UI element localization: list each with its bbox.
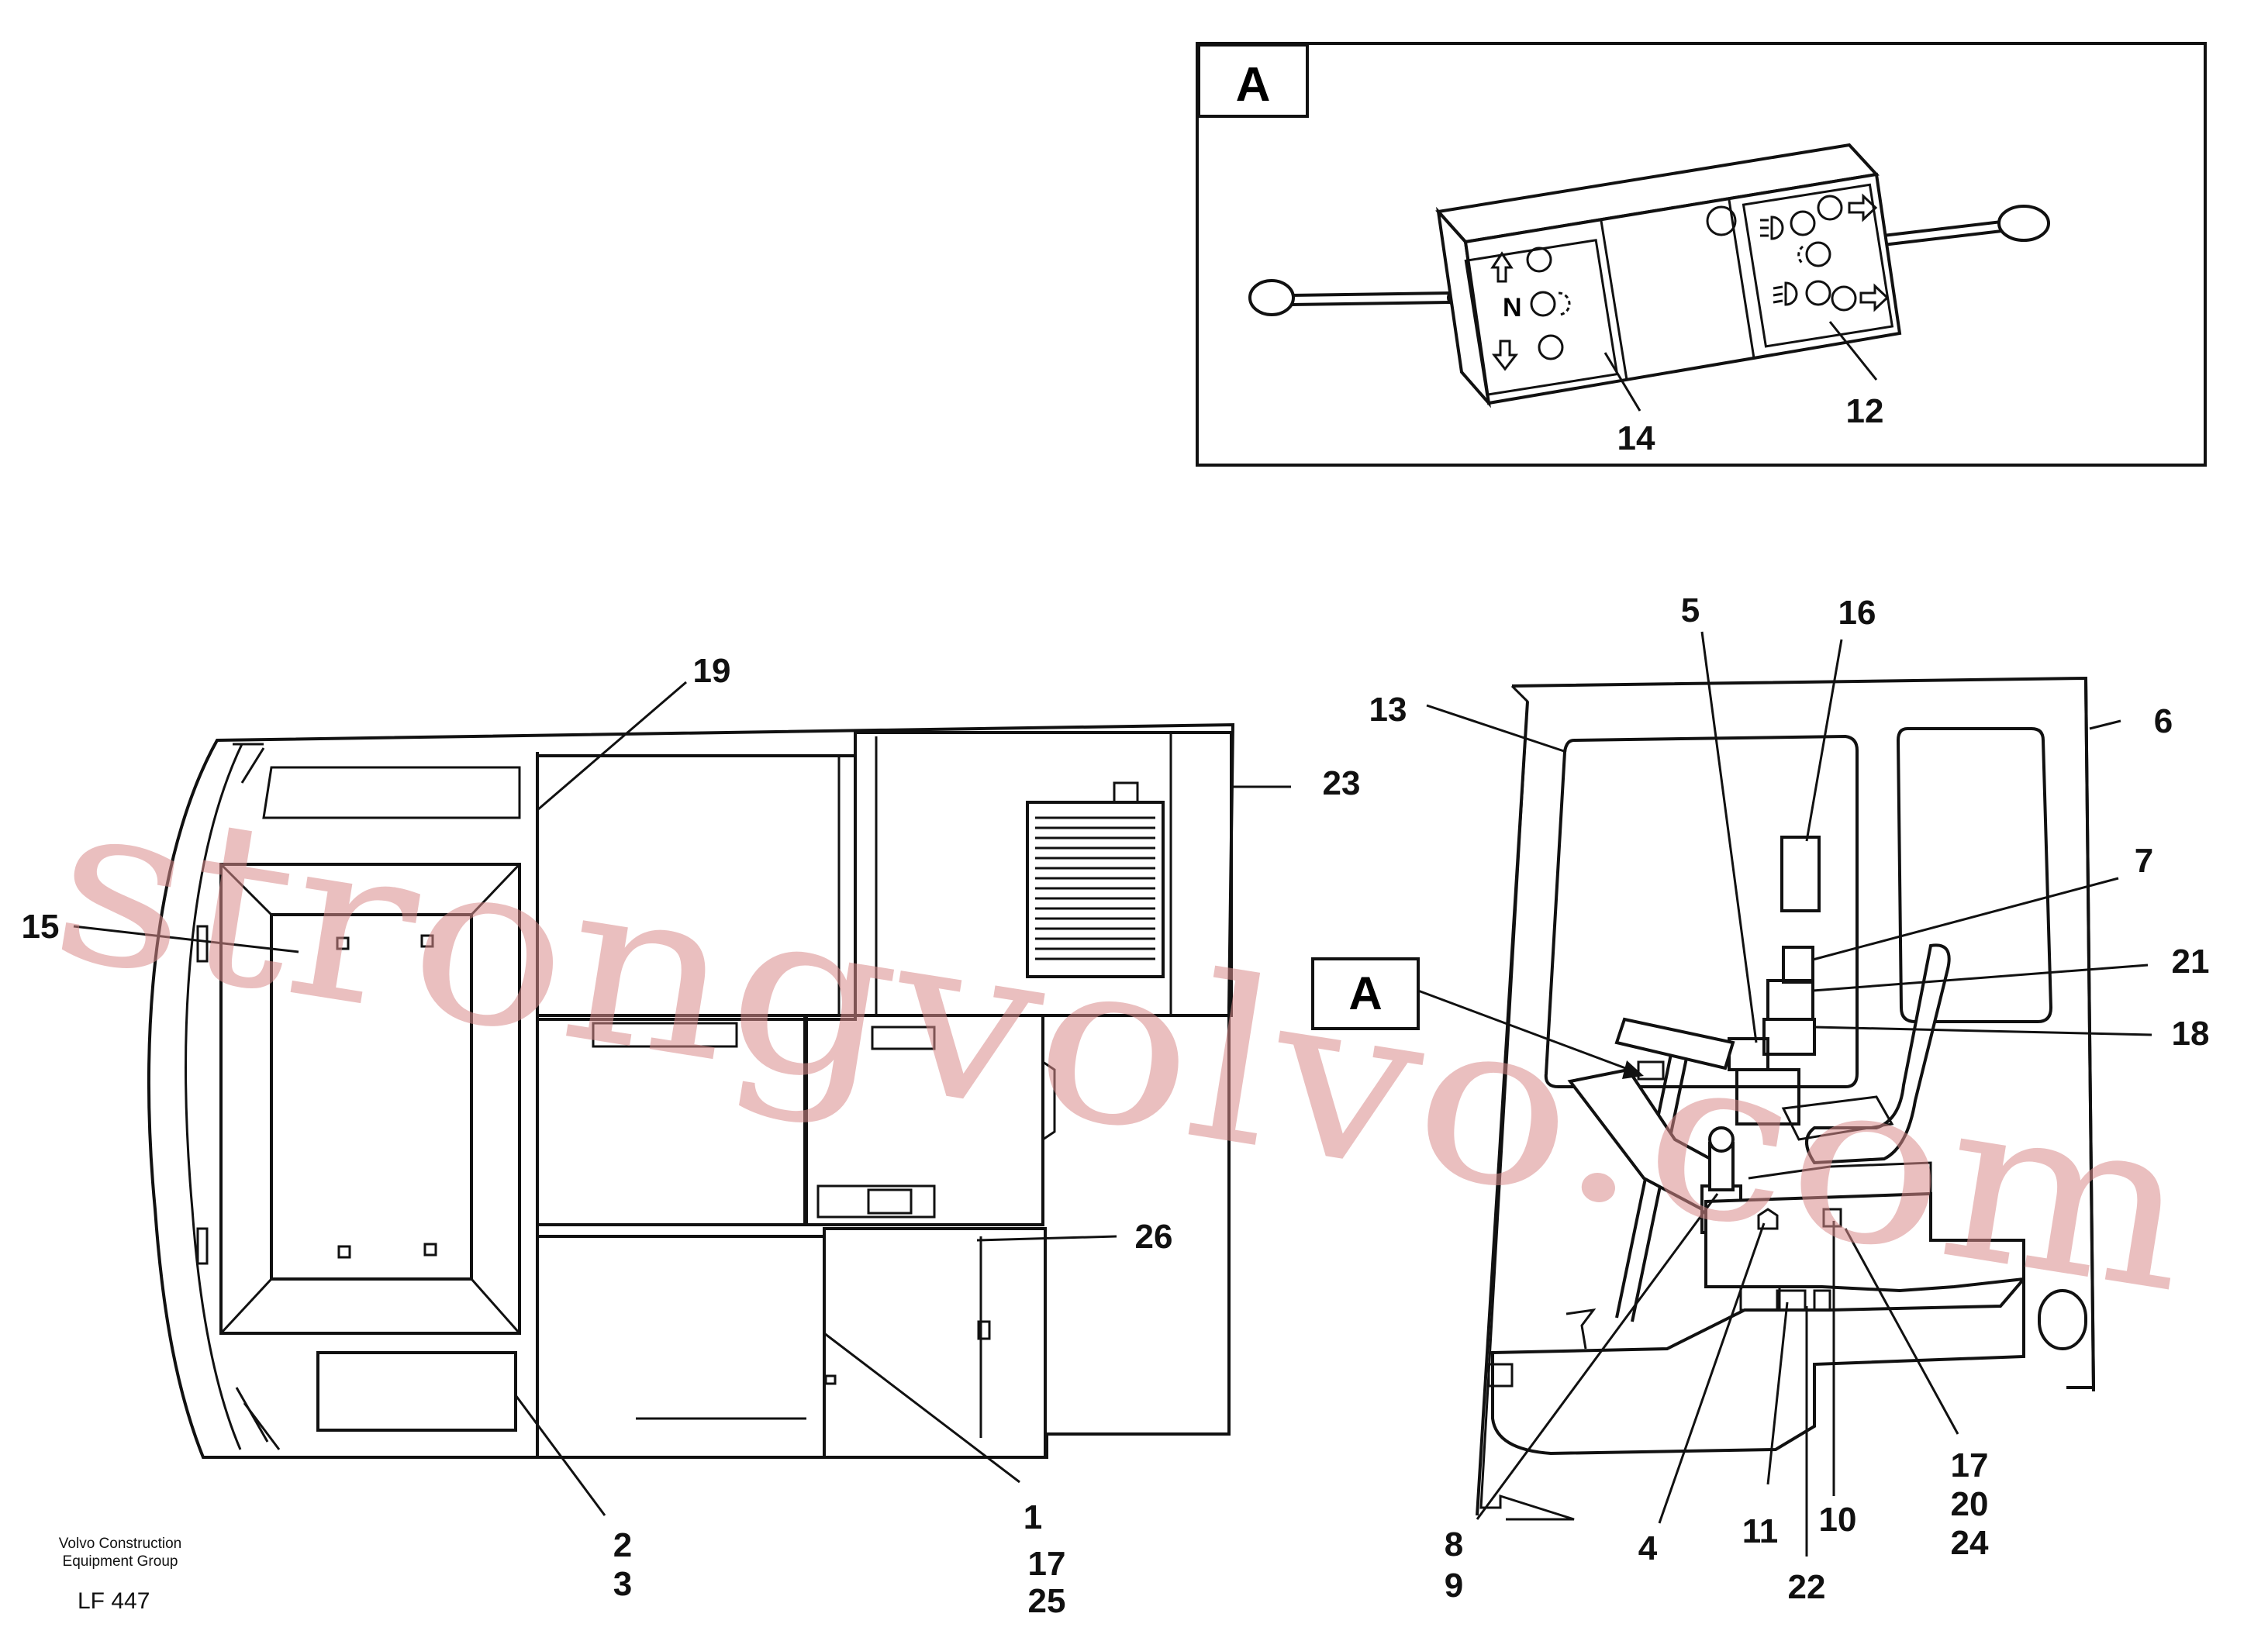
label-22: 22 <box>1788 1568 1826 1606</box>
component-21 <box>1766 979 1814 1021</box>
label-14: 14 <box>1617 419 1655 457</box>
label-16: 16 <box>1838 594 1876 632</box>
label-25: 25 <box>1028 1582 1066 1620</box>
rear-window <box>1896 727 2053 1023</box>
label-18: 18 <box>2172 1015 2210 1053</box>
steering-wheel <box>1614 1017 1735 1070</box>
floor-panel <box>219 863 521 1335</box>
forward-arrow-icon <box>1490 251 1514 283</box>
label-17-left: 17 <box>1028 1545 1066 1583</box>
label-8: 8 <box>1445 1526 1463 1563</box>
front-window <box>1544 734 1859 1088</box>
neutral-symbol: N <box>1503 293 1522 322</box>
label-10: 10 <box>1819 1501 1857 1539</box>
label-21: 21 <box>2172 943 2210 981</box>
floor-tank <box>1491 1274 2025 1456</box>
label-2: 2 <box>613 1526 632 1564</box>
company-line-1: Volvo Construction <box>59 1536 181 1552</box>
label-23: 23 <box>1323 764 1361 802</box>
storage-box <box>316 1351 517 1432</box>
label-12: 12 <box>1846 392 1884 430</box>
cab-top-view: 19 23 15 26 2 3 1 17 25 <box>22 652 1361 1620</box>
label-3: 3 <box>613 1565 632 1603</box>
label-19: 19 <box>693 652 731 690</box>
vent-grille <box>1026 781 1165 978</box>
detail-a-frame <box>1196 42 2207 467</box>
switch-lever-right <box>1876 205 2050 247</box>
label-9: 9 <box>1445 1567 1463 1605</box>
label-4: 4 <box>1638 1529 1658 1567</box>
component-18 <box>1762 1018 1816 1056</box>
label-6: 6 <box>2154 702 2173 740</box>
label-20: 20 <box>1951 1485 1989 1523</box>
label-1: 1 <box>1024 1498 1042 1536</box>
label-11: 11 <box>1742 1512 1779 1550</box>
drawing-code: LF 447 <box>78 1588 150 1614</box>
detail-a-box: A N <box>1196 42 2207 467</box>
turn-right-arrow-icon <box>1848 193 1878 222</box>
label-24: 24 <box>1951 1524 1989 1562</box>
cab-side-view: A 13 5 16 6 7 21 18 8 9 4 11 22 10 17 20… <box>1311 591 2210 1606</box>
reverse-arrow-icon <box>1491 340 1519 371</box>
indicator-lamp-icon <box>1706 205 1737 236</box>
label-26: 26 <box>1135 1218 1173 1256</box>
headlight-icon <box>1770 215 1784 240</box>
footer: Volvo Construction Equipment Group LF 44… <box>59 1536 181 1614</box>
low-beam-icon <box>1784 281 1798 306</box>
component-16 <box>1780 836 1821 912</box>
callout-a-box <box>1311 957 1420 1030</box>
turn-right-arrow-icon-2 <box>1859 283 1890 312</box>
callout-a-letter: A <box>1348 967 1382 1019</box>
company-line-2: Equipment Group <box>63 1553 178 1570</box>
switch-lever-left <box>1248 279 1469 316</box>
label-15: 15 <box>22 908 60 946</box>
detail-a-letter: A <box>1236 58 1271 112</box>
label-5: 5 <box>1681 591 1700 629</box>
label-17-right: 17 <box>1951 1446 1989 1484</box>
label-13: 13 <box>1369 691 1407 729</box>
detail-a-tag-box <box>1197 43 1309 118</box>
label-7: 7 <box>2135 842 2153 880</box>
component-7 <box>1782 946 1814 984</box>
rear-light <box>2038 1289 2087 1350</box>
combination-switch-body: N <box>1435 143 1902 409</box>
